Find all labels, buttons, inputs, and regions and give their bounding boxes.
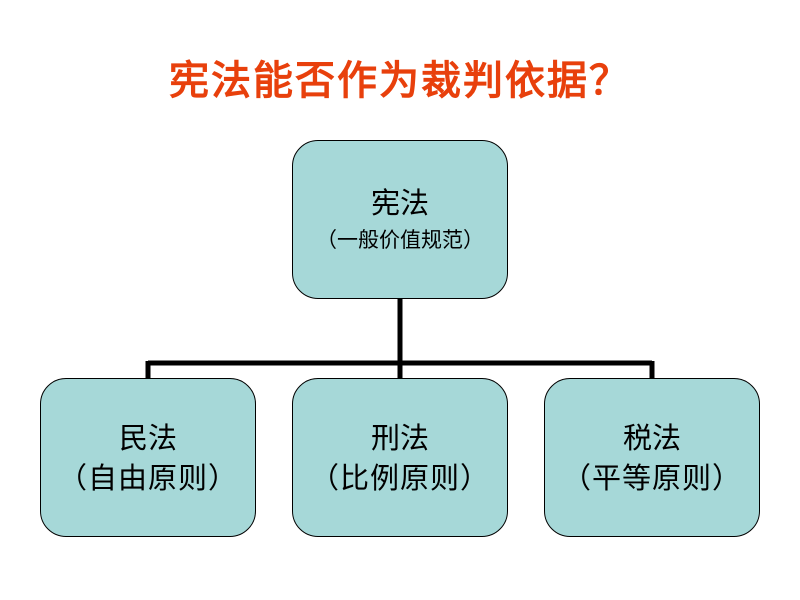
node-criminal-law-note: （比例原则） [309,460,490,495]
node-criminal-law: 刑法 （比例原则） [292,378,508,537]
node-constitution-name: 宪法 [370,185,429,220]
node-civil-law: 民法 （自由原则） [40,378,256,537]
node-constitution-note: （一般价值规范） [316,227,484,252]
slide-title: 宪法能否作为裁判依据？ [169,58,631,104]
node-tax-law: 税法 （平等原则） [544,378,760,537]
node-civil-law-note: （自由原则） [57,460,238,495]
node-civil-law-name: 民法 [118,420,177,455]
node-criminal-law-name: 刑法 [370,420,429,455]
node-constitution: 宪法 （一般价值规范） [292,140,508,299]
node-tax-law-name: 税法 [622,420,681,455]
node-tax-law-note: （平等原则） [561,460,742,495]
